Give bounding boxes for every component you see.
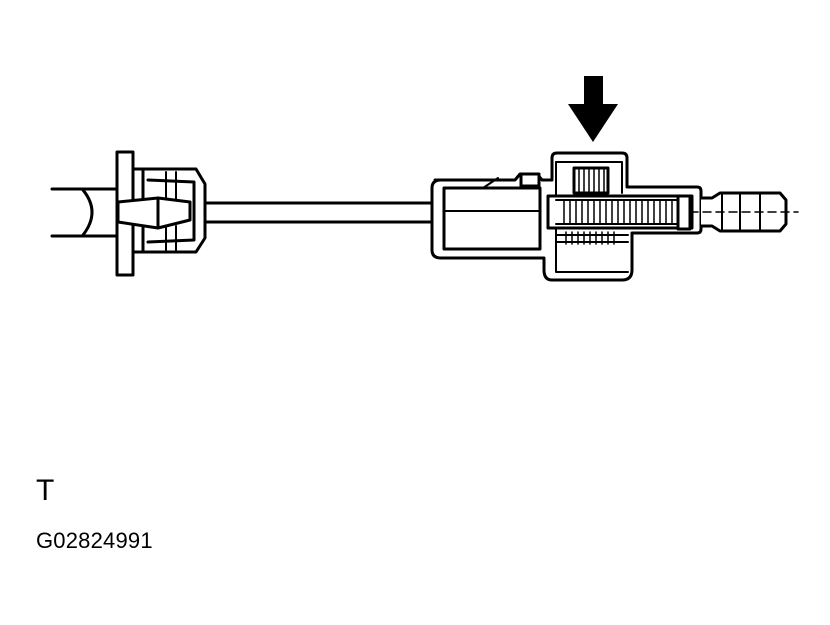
inner-cable xyxy=(203,201,440,224)
down-arrow-icon xyxy=(568,76,618,142)
upper-gear xyxy=(572,166,610,195)
threaded-shaft xyxy=(546,194,694,231)
lower-gear xyxy=(565,231,615,245)
cable-sheath-left xyxy=(50,187,122,238)
grommet-clip xyxy=(115,150,207,277)
figure-code: G02824991 xyxy=(36,528,153,553)
view-letter: T xyxy=(36,474,55,507)
housing-boss xyxy=(519,172,541,188)
